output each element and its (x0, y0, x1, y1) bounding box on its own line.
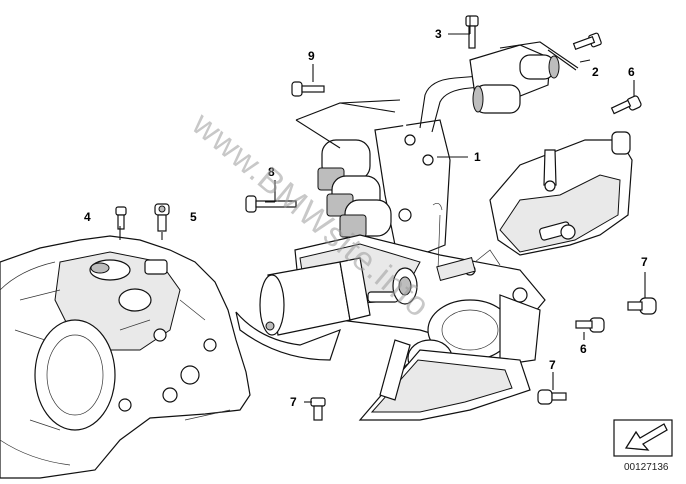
callout-7-right: 7 (641, 255, 648, 269)
callout-labels: 3 2 6 9 1 8 4 5 7 6 7 7 (84, 27, 648, 409)
bolt-3-part (465, 15, 479, 49)
bolt-4-part (115, 206, 127, 230)
corner-arrow-icon (613, 419, 673, 457)
fluid-reservoir (489, 131, 633, 256)
callout-5: 5 (190, 210, 197, 224)
callout-9: 9 (308, 49, 315, 63)
bolt-7-right-part (627, 297, 657, 315)
callout-6-bottom: 6 (580, 342, 587, 356)
callout-7-mid: 7 (549, 358, 556, 372)
callout-4: 4 (84, 210, 91, 224)
pressure-accumulator (469, 44, 560, 114)
callout-6-top: 6 (628, 65, 635, 79)
bolt-6-top-part (610, 95, 642, 115)
bolt-9-part (291, 81, 325, 97)
leader-lines (119, 16, 646, 403)
callout-8: 8 (268, 165, 275, 179)
gearbox-housing (0, 235, 251, 479)
pump-motor (358, 264, 541, 421)
bolt-2-part (572, 32, 602, 51)
bolt-7-mid-part (537, 389, 567, 405)
reference-number: 00127136 (624, 462, 669, 473)
sensor-wiring (432, 203, 501, 282)
callout-3: 3 (435, 27, 442, 41)
bolt-8-part (245, 195, 297, 213)
slave-cylinder (235, 257, 418, 361)
bolt-6-bottom-part (575, 317, 605, 333)
callout-2: 2 (592, 65, 599, 79)
callout-7-left: 7 (290, 395, 297, 409)
bolt-7-left-part (310, 397, 326, 421)
callout-1: 1 (474, 150, 481, 164)
bolt-5-part (154, 203, 170, 232)
valve-block-unit (317, 119, 451, 256)
